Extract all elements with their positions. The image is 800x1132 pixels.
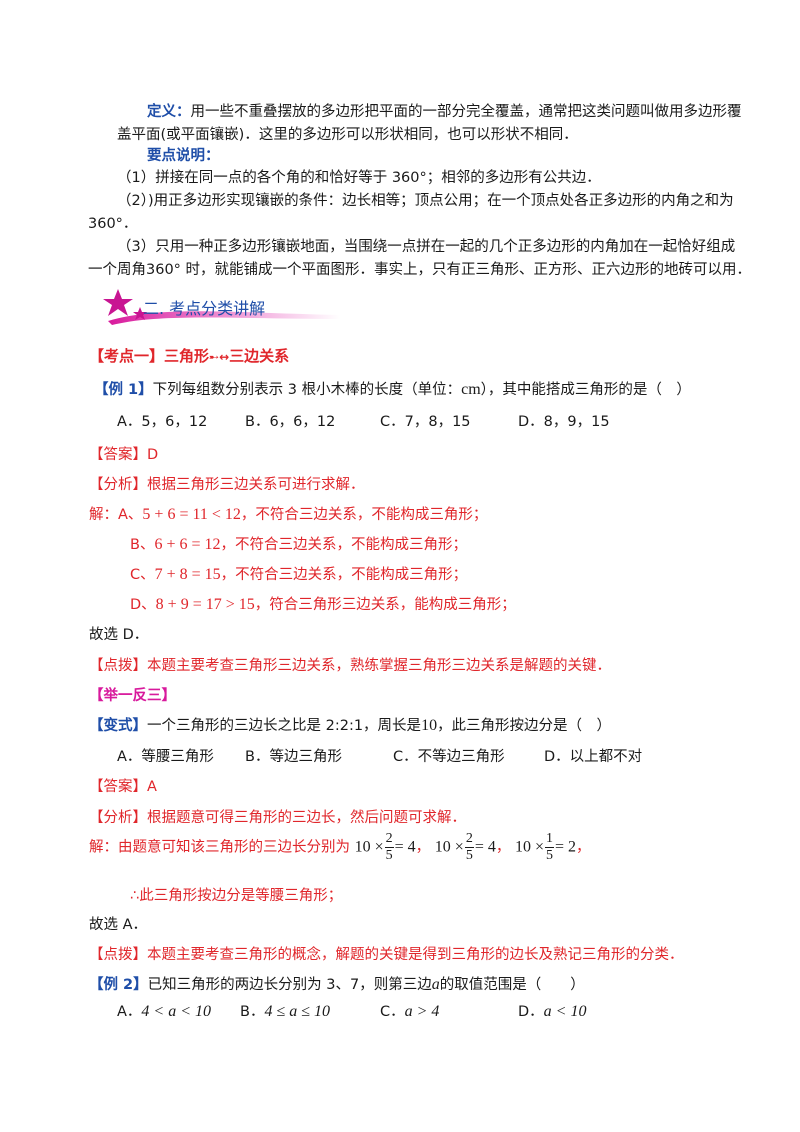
ex1-answer: 【答案】D [89, 447, 159, 463]
variant-option-a: A．等腰三角形 [117, 749, 214, 765]
arrow-icon: ➸↔ [209, 350, 230, 364]
key-point-1: （1）拼接在同一点的各个角的和恰好等于 360°；相邻的多边形有公共边． [117, 170, 601, 186]
ex1-analysis: 【分析】根据三角形三边关系可进行求解． [89, 477, 365, 493]
ex1-solution-b: B、6 + 6 = 12，不符合三边关系，不能构成三角形； [130, 536, 467, 553]
ex1-note: 【点拨】本题主要考查三角形三边关系，熟练掌握三角形三边关系是解题的关键． [89, 658, 611, 674]
ex2-option-b: B．4 ≤ a ≤ 10 [240, 1003, 331, 1020]
ex1-option-c: C．7，8，15 [380, 414, 471, 430]
ex2-option-d: D．a < 10 [518, 1003, 587, 1020]
variant-option-b: B．等边三角形 [245, 749, 342, 765]
key-point-2b: 360°． [88, 216, 138, 232]
section-title: 二. 考点分类讲解 [143, 299, 266, 318]
ex2-question: 【例 2】已知三角形的两边长分别为 3、7，则第三边a的取值范围是（ ） [89, 976, 585, 993]
small-star-icon [133, 307, 147, 320]
ex2-option-a: A．4 < a < 10 [117, 1003, 212, 1020]
variant-answer: 【答案】A [89, 779, 157, 795]
variant-conclusion: ∴此三角形按边分是等腰三角形； [130, 888, 343, 904]
ex1-option-b: B．6，6，12 [245, 414, 336, 430]
variant-option-d: D．以上都不对 [544, 749, 643, 765]
star-icon [103, 289, 133, 316]
banner-swoosh-icon [103, 289, 340, 325]
ex1-solution-a: 解：A、5 + 6 = 11 < 12，不符合三边关系，不能构成三角形； [89, 506, 488, 523]
variant-question: 【变式】一个三角形的三边长之比是 2:2:1，周长是10，此三角形按边分是（ ） [89, 717, 612, 734]
point1-heading: 【考点一】三角形➸↔三边关系 [89, 347, 290, 365]
variant-choose: 故选 A． [89, 917, 148, 933]
ex1-question: 【例 1】下列每组数分别表示 3 根小木棒的长度（单位：cm），其中能搭成三角形… [94, 381, 691, 398]
definition-label: 定义： [147, 104, 191, 120]
ex1-choose: 故选 D． [89, 627, 149, 643]
definition-line-2: 盖平面(或平面镶嵌)．这里的多边形可以形状相同，也可以形状不相同． [117, 127, 578, 143]
variant-note: 【点拨】本题主要考查三角形的概念，解题的关键是得到三角形的边长及熟记三角形的分类… [89, 947, 684, 963]
ex1-solution-c: C、7 + 8 = 15，不符合三边关系，不能构成三角形； [130, 566, 468, 583]
ex1-option-d: D．8，9，15 [518, 414, 610, 430]
key-point-2a: （2）)用正多边形实现镶嵌的条件：边长相等；顶点公用；在一个顶点处各正多边形的内… [117, 193, 734, 209]
key-points-label: 要点说明： [147, 148, 220, 164]
definition-text-1: 用一些不重叠摆放的多边形把平面的一部分完全覆盖，通常把这类问题叫做用多边形覆 [190, 104, 742, 120]
definition-line-1: 定义：用一些不重叠摆放的多边形把平面的一部分完全覆盖，通常把这类问题叫做用多边形… [147, 100, 742, 121]
ex1-option-a: A．5，6，12 [117, 414, 208, 430]
ex2-option-c: C．a > 4 [380, 1003, 440, 1020]
key-point-3a: （3）只用一种正多边形镶嵌地面，当围绕一点拼在一起的几个正多边形的内角加在一起恰… [117, 239, 736, 255]
variant-analysis: 【分析】根据题意可得三角形的三边长，然后问题可求解． [89, 810, 466, 826]
practice-title: 【举一反三】 [89, 688, 176, 704]
variant-option-c: C．不等边三角形 [393, 749, 505, 765]
key-point-3b: 一个周角360° 时，就能铺成一个平面图形．事实上，只有正三角形、正方形、正六边… [88, 262, 752, 278]
section-banner [100, 283, 345, 329]
ex1-solution-d: D、8 + 9 = 17 > 15，符合三角形三边关系，能构成三角形； [130, 596, 516, 613]
